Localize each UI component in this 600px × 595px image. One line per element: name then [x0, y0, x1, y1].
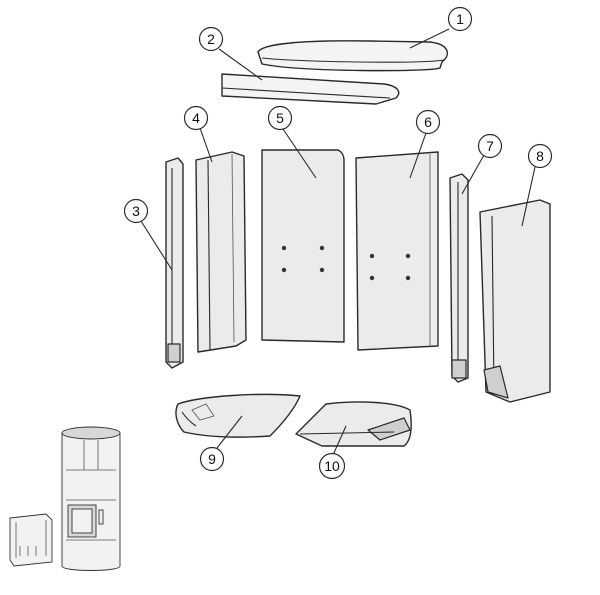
part-8-right-thick-panel [479, 199, 551, 403]
callout-4: 4 [183, 105, 209, 131]
callout-3-label: 3 [132, 203, 140, 219]
callout-9: 9 [199, 446, 225, 472]
callout-7-label: 7 [486, 138, 494, 154]
callout-8: 8 [527, 143, 553, 169]
callout-6: 6 [415, 109, 441, 135]
part-5-back-panel-left [261, 149, 345, 343]
callout-1: 1 [447, 6, 473, 32]
callout-4-label: 4 [192, 110, 200, 126]
callout-5: 5 [267, 105, 293, 131]
callout-2-label: 2 [207, 31, 215, 47]
callout-2: 2 [198, 26, 224, 52]
part-1-top-plate [257, 40, 449, 72]
part-7-right-narrow-panel [449, 173, 469, 383]
callout-3: 3 [123, 198, 149, 224]
callout-10: 10 [318, 452, 346, 480]
callout-7: 7 [477, 133, 503, 159]
part-9-left-base-plate [175, 393, 301, 438]
part-2-upper-plate [221, 73, 400, 105]
leader-lines [140, 28, 536, 456]
part-3-left-narrow-panel [165, 157, 184, 369]
stove-illustration [61, 426, 121, 571]
part-6-back-panel-right [355, 151, 439, 351]
callout-9-label: 9 [208, 451, 216, 467]
callout-10-label: 10 [324, 458, 340, 474]
insert-frame-illustration [9, 513, 53, 567]
callout-5-label: 5 [276, 110, 284, 126]
callout-8-label: 8 [536, 148, 544, 164]
callout-6-label: 6 [424, 114, 432, 130]
part-10-right-base-plate [295, 401, 412, 447]
callout-1-label: 1 [456, 11, 464, 27]
part-4-left-curved-panel [195, 151, 247, 353]
